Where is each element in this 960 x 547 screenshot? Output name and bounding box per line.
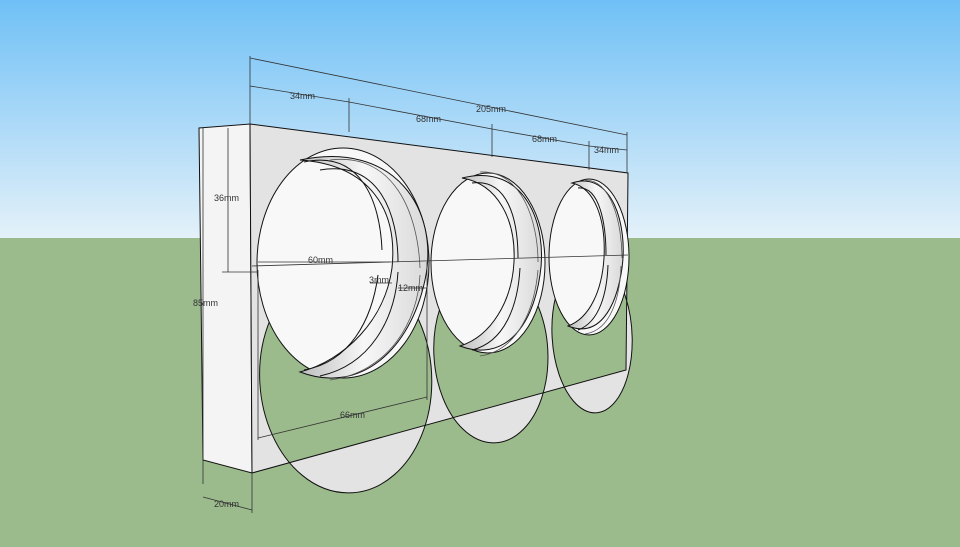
bore-2: [430, 171, 546, 357]
dim-label-spacing-1: 68mm: [416, 114, 441, 124]
dim-label-edge-left: 34mm: [290, 91, 315, 101]
center-axis-line: [251, 254, 629, 267]
dim-label-step-large: 12mm: [398, 283, 423, 293]
dim-label-hole-diameter: 60mm: [308, 255, 333, 265]
dim-label-overall-width: 205mm: [476, 104, 506, 114]
dim-label-edge-right: 34mm: [594, 145, 619, 155]
dim-label-center-height: 36mm: [214, 193, 239, 203]
dim-label-outer-diameter: 66mm: [340, 410, 365, 420]
dim-label-step-small: 3mm: [369, 275, 389, 285]
dimension-lines: [202, 56, 628, 513]
dim-label-total-height: 85mm: [193, 298, 218, 308]
dim-label-spacing-2: 68mm: [532, 134, 557, 144]
bore-1: [256, 147, 430, 381]
dim-label-thickness: 20mm: [214, 499, 239, 509]
